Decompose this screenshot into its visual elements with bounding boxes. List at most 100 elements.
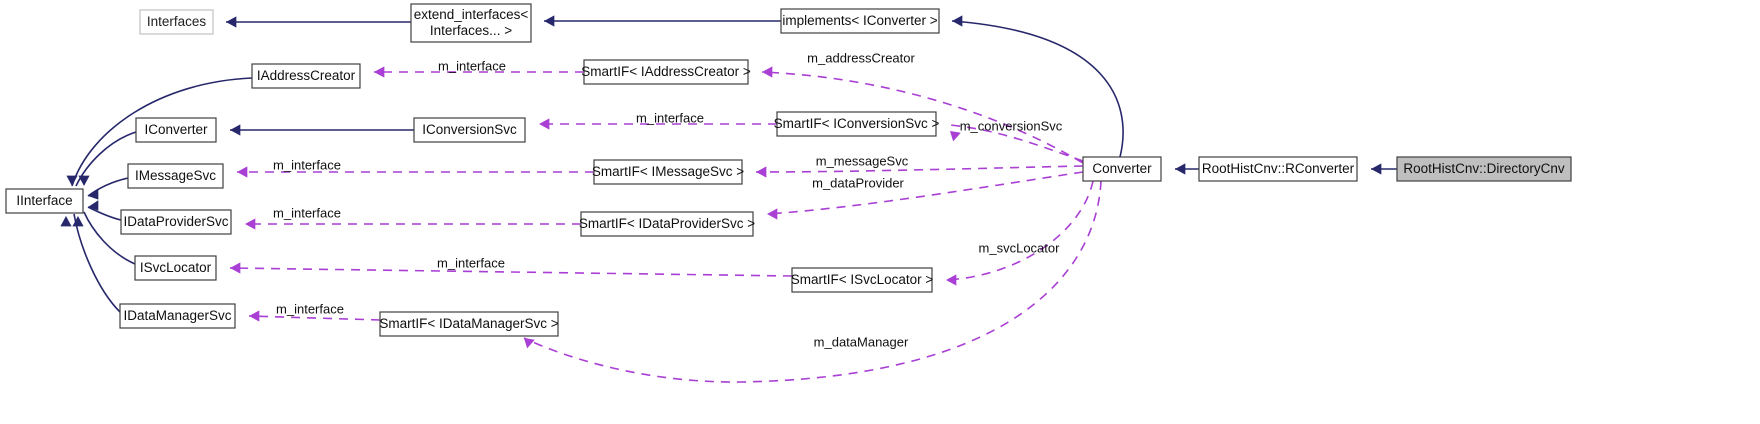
edge-iconverter-to-iinterface xyxy=(75,131,137,187)
node-box-extend_interfaces[interactable] xyxy=(410,3,532,43)
edge-label-lbl-m-interface-addresscreator: m_interface xyxy=(438,58,506,73)
edge-label-lbl-m-interface-conversionsvc: m_interface xyxy=(636,110,704,125)
node-implements_iconv[interactable]: implements< IConverter > xyxy=(780,8,940,34)
node-smartif_imessagesvc[interactable]: SmartIF< IMessageSvc > xyxy=(592,159,744,185)
arrowhead-usage xyxy=(539,118,550,130)
edge-converter-to-implements_iconv xyxy=(951,20,1124,158)
node-label-directorycnv: RootHistCnv::DirectoryCnv xyxy=(1403,161,1565,176)
edge-converter-to-smartif_isvclocator xyxy=(945,180,1094,281)
node-label-idataprovidersvc: IDataProviderSvc xyxy=(123,214,228,229)
edge-label-lbl-m-addresscreator: m_addressCreator xyxy=(807,50,915,65)
node-label-rconverter: RootHistCnv::RConverter xyxy=(1202,161,1355,176)
edge-idataprovidersvc-to-iinterface xyxy=(87,206,122,221)
edge-label-lbl-m-svclocator: m_svcLocator xyxy=(979,240,1061,255)
edge-labels-layer: m_interface m_addressCreator m_interface m_… xyxy=(273,50,1063,349)
arrowhead-inheritance xyxy=(952,15,963,27)
node-box-iinterface[interactable] xyxy=(5,188,84,214)
edge-converter-to-smartif_iaddresscreator xyxy=(761,71,1084,164)
arrowhead-inheritance xyxy=(544,15,555,27)
node-idatamanagersvc[interactable]: IDataManagerSvc xyxy=(119,303,236,329)
edge-idatamanagersvc-to-iinterface xyxy=(73,213,121,313)
edge-label-lbl-m-dataprovider: m_dataProvider xyxy=(812,175,904,190)
arrowhead-inheritance xyxy=(72,216,84,227)
arrowhead-usage xyxy=(946,274,957,286)
node-box-smartif_idataprovidersvc[interactable] xyxy=(580,211,754,237)
edge-label-lbl-m-interface-datamanagersvc: m_interface xyxy=(276,301,344,316)
node-box-imessagesvc[interactable] xyxy=(127,163,224,189)
edge-label-lbl-m-conversionsvc: m_conversionSvc xyxy=(960,118,1063,133)
arrowhead-inheritance xyxy=(88,189,99,200)
node-iconversionsvc[interactable]: IConversionSvc xyxy=(413,117,526,143)
edge-isvclocator-to-iinterface xyxy=(83,211,136,265)
edge-converter-to-smartif_imessagesvc xyxy=(755,165,1084,173)
node-box-interfaces[interactable] xyxy=(139,9,214,35)
edge-label-lbl-m-messagesvc: m_messageSvc xyxy=(816,153,909,168)
node-isvclocator[interactable]: ISvcLocator xyxy=(134,255,217,281)
node-converter[interactable]: Converter xyxy=(1082,156,1162,182)
node-label-isvclocator: ISvcLocator xyxy=(140,260,212,275)
edge-imessagesvc-to-iinterface xyxy=(87,177,129,197)
node-label-iconversionsvc: IConversionSvc xyxy=(422,122,517,137)
node-smartif_idatamanagersvc[interactable]: SmartIF< IDataManagerSvc > xyxy=(379,311,559,337)
node-label-smartif_imessagesvc: SmartIF< IMessageSvc > xyxy=(592,164,744,179)
node-iconverter[interactable]: IConverter xyxy=(135,117,217,143)
node-box-iconversionsvc[interactable] xyxy=(413,117,526,143)
edges-layer xyxy=(71,20,1397,383)
node-extend_interfaces[interactable]: extend_interfaces<Interfaces... > xyxy=(410,3,532,43)
arrowhead-usage xyxy=(950,131,961,142)
arrowhead-inheritance xyxy=(78,175,90,186)
node-smartif_isvclocator[interactable]: SmartIF< ISvcLocator > xyxy=(791,267,934,293)
arrowhead-inheritance xyxy=(66,175,78,186)
node-label-iaddresscreator: IAddressCreator xyxy=(257,68,356,83)
node-label-smartif_isvclocator: SmartIF< ISvcLocator > xyxy=(791,272,934,287)
node-smartif_iconversionsvc[interactable]: SmartIF< IConversionSvc > xyxy=(774,111,940,137)
node-iaddresscreator[interactable]: IAddressCreator xyxy=(251,63,361,89)
arrowhead-usage xyxy=(767,208,778,220)
node-directorycnv[interactable]: RootHistCnv::DirectoryCnv xyxy=(1396,156,1572,182)
arrowheads-layer xyxy=(60,15,1382,349)
node-box-converter[interactable] xyxy=(1082,156,1162,182)
edge-label-lbl-m-datamanager: m_dataManager xyxy=(814,334,909,349)
node-box-iaddresscreator[interactable] xyxy=(251,63,361,89)
node-box-smartif_iconversionsvc[interactable] xyxy=(776,111,937,137)
node-box-idatamanagersvc[interactable] xyxy=(119,303,236,329)
node-label-idatamanagersvc: IDataManagerSvc xyxy=(123,308,231,323)
node-box-isvclocator[interactable] xyxy=(134,255,217,281)
node-box-iconverter[interactable] xyxy=(135,117,217,143)
node-box-smartif_imessagesvc[interactable] xyxy=(593,159,743,185)
edge-label-lbl-m-interface-dataprovidersvc: m_interface xyxy=(273,205,341,220)
edge-converter-to-smartif_idatamanagersvc xyxy=(523,180,1102,383)
arrowhead-usage xyxy=(374,66,385,78)
arrowhead-usage xyxy=(756,166,767,178)
edge-converter-to-smartif_idataprovidersvc xyxy=(766,171,1084,215)
node-box-smartif_iaddresscreator[interactable] xyxy=(583,59,749,85)
node-label-imessagesvc: IMessageSvc xyxy=(135,168,216,183)
node-smartif_iaddresscreator[interactable]: SmartIF< IAddressCreator > xyxy=(581,59,751,85)
nodes-layer: Interfaces extend_interfaces<Interfaces..… xyxy=(5,3,1572,337)
node-label-smartif_idatamanagersvc: SmartIF< IDataManagerSvc > xyxy=(379,316,558,331)
node-rconverter[interactable]: RootHistCnv::RConverter xyxy=(1198,156,1358,182)
node-box-rconverter[interactable] xyxy=(1198,156,1358,182)
node-label-iconverter: IConverter xyxy=(144,122,208,137)
arrowhead-inheritance xyxy=(1371,163,1382,175)
node-box-idataprovidersvc[interactable] xyxy=(120,209,232,235)
arrowhead-usage xyxy=(245,218,256,230)
node-label-implements_iconv: implements< IConverter > xyxy=(782,13,937,28)
node-label-smartif_idataprovidersvc: SmartIF< IDataProviderSvc > xyxy=(579,216,755,231)
arrowhead-inheritance xyxy=(226,16,237,28)
node-interfaces[interactable]: Interfaces xyxy=(139,9,214,35)
node-box-directorycnv[interactable] xyxy=(1396,156,1572,182)
edge-smartif_isvclocator-to-isvclocator xyxy=(229,267,793,277)
node-smartif_idataprovidersvc[interactable]: SmartIF< IDataProviderSvc > xyxy=(579,211,755,237)
node-box-smartif_idatamanagersvc[interactable] xyxy=(379,311,559,337)
node-imessagesvc[interactable]: IMessageSvc xyxy=(127,163,224,189)
edge-converter-to-smartif_iconversionsvc xyxy=(949,124,1084,162)
node-idataprovidersvc[interactable]: IDataProviderSvc xyxy=(120,209,232,235)
node-label-converter: Converter xyxy=(1092,161,1152,176)
node-box-smartif_isvclocator[interactable] xyxy=(791,267,933,293)
node-box-implements_iconv[interactable] xyxy=(780,8,940,34)
node-iinterface[interactable]: IInterface xyxy=(5,188,84,214)
arrowhead-usage xyxy=(237,166,248,178)
